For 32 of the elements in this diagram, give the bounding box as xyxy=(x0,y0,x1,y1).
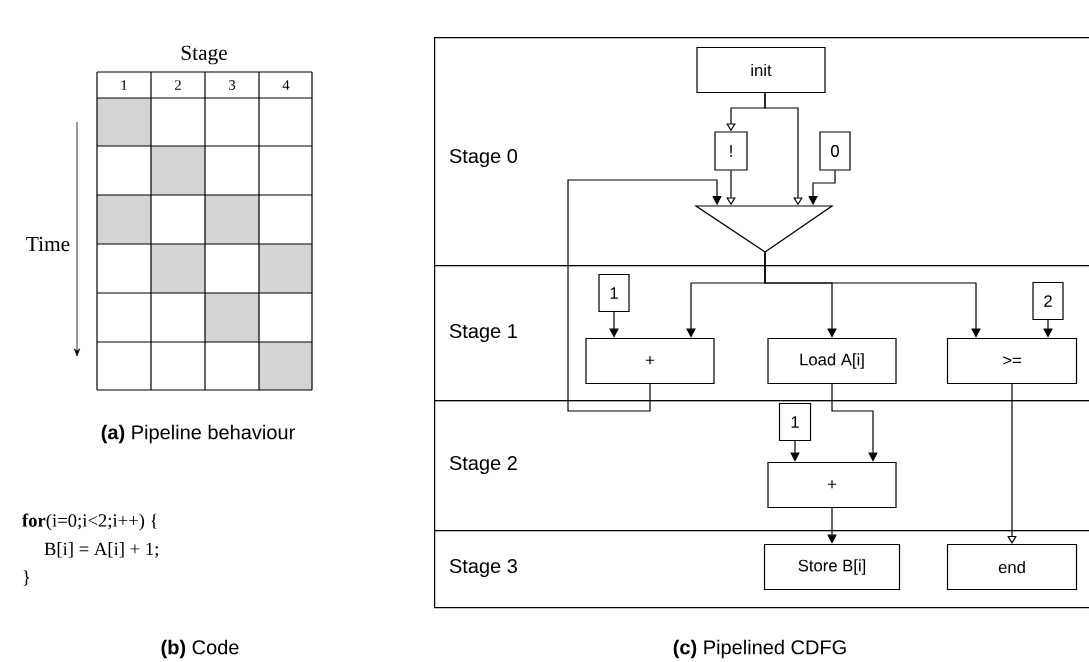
column-number: 1 xyxy=(121,80,127,90)
arrow xyxy=(609,311,619,338)
arrow xyxy=(764,252,981,338)
arrow xyxy=(827,507,837,544)
arrow xyxy=(790,440,800,462)
axis-title: Stage xyxy=(181,45,227,65)
operation-box: Load A[i] xyxy=(767,337,897,385)
code-line: B[i] = A[i] + 1; xyxy=(44,542,158,558)
column-number: 3 xyxy=(229,80,236,90)
constant-box: 1 xyxy=(598,273,630,313)
arrow xyxy=(567,179,722,412)
operation-box: init xyxy=(696,46,826,94)
operation-box: end xyxy=(946,543,1078,591)
subfigure-caption: (a) Pipeline behaviour xyxy=(101,424,295,444)
operation-box: + xyxy=(585,337,715,385)
constant-box: ! xyxy=(714,131,748,171)
operation-box: Store B[i] xyxy=(763,543,901,591)
subfigure-caption: (b) Code xyxy=(161,639,239,659)
column-number: 2 xyxy=(175,80,181,90)
constant-box: 0 xyxy=(819,131,851,171)
column-number: 4 xyxy=(282,80,290,90)
operation-box: + xyxy=(767,461,897,509)
code-line: for(i=0;i<2;i++) { xyxy=(22,513,157,531)
code-line: } xyxy=(23,570,30,586)
subfigure-caption: (c) Pipelined CDFG xyxy=(673,639,846,659)
arrow xyxy=(1043,319,1053,338)
operation-box: >= xyxy=(946,337,1078,385)
axis-title: Time xyxy=(26,236,70,252)
constant-box: 2 xyxy=(1032,281,1064,321)
arrow xyxy=(831,383,878,462)
arrow xyxy=(1007,383,1017,544)
constant-box: 1 xyxy=(778,402,812,442)
